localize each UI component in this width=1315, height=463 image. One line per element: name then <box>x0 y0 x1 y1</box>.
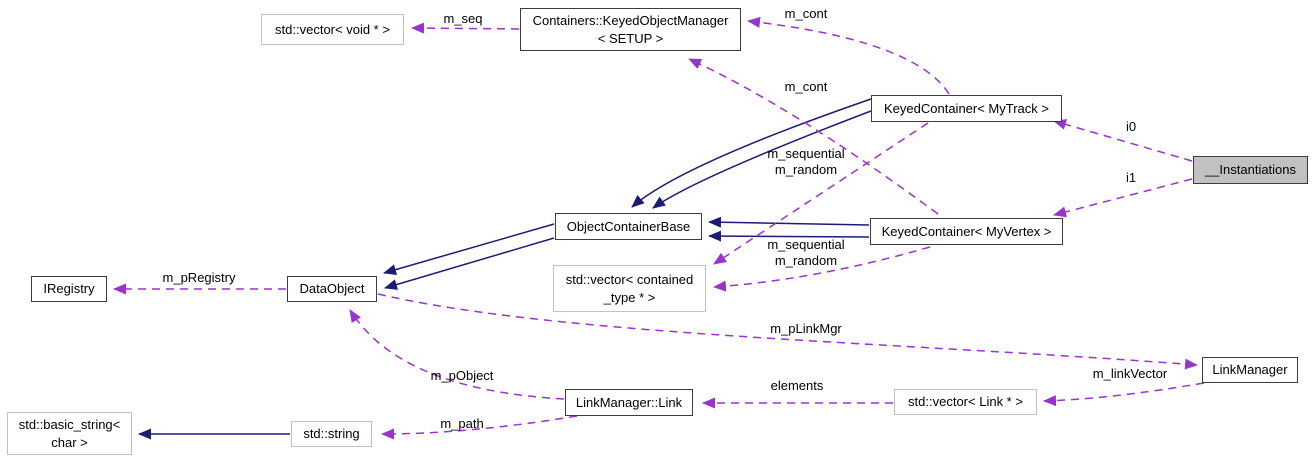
node-instantiations: __Instantiations <box>1193 156 1308 184</box>
edge-label-m-pregistry: m_pRegistry <box>162 270 236 285</box>
edge-m-linkvector <box>1043 382 1205 407</box>
node-std-basic-string: std::basic_string< char > <box>7 412 132 455</box>
edge-label-m-seq: m_seq <box>443 11 483 26</box>
edge-label-i1: i1 <box>1125 170 1137 185</box>
edge-m-cont-mytrack <box>747 16 950 95</box>
edge-inherit-myvertex-objectcontainerbase-2 <box>708 230 870 242</box>
node-label: std::vector< void * > <box>275 21 390 37</box>
edge-label-line: m_random <box>774 162 838 177</box>
edge-label-m-pobject: m_pObject <box>430 368 494 383</box>
node-label: ObjectContainerBase <box>566 218 691 234</box>
edge-inherit-myvertex-objectcontainerbase-1 <box>708 216 870 228</box>
edge-m-path <box>381 415 578 440</box>
edge-label-line: m_random <box>774 253 838 268</box>
node-label: std::vector< Link * > <box>908 394 1023 410</box>
edge-label-m-path: m_path <box>440 416 484 431</box>
node-iregistry[interactable]: IRegistry <box>31 276 107 302</box>
node-objectcontainerbase[interactable]: ObjectContainerBase <box>555 213 702 240</box>
node-std-string: std::string <box>291 421 372 447</box>
node-label: DataObject <box>299 281 365 297</box>
edge-label-m-sequential-m-random-mytrack: m_sequential m_random <box>760 146 852 178</box>
node-label: LinkManager::Link <box>575 394 683 410</box>
edge-label-m-cont-myvertex: m_cont <box>784 79 828 94</box>
node-label-line2: _type * > <box>603 289 656 305</box>
edge-label-m-plinkmgr: m_pLinkMgr <box>770 321 842 336</box>
node-std-vector-contained-type: std::vector< contained _type * > <box>553 265 706 312</box>
edge-m-sequential-m-random-myvertex <box>713 246 931 292</box>
node-linkmanager[interactable]: LinkManager <box>1202 357 1298 383</box>
edge-label-m-sequential-m-random-myvertex: m_sequential m_random <box>760 237 852 269</box>
edge-inherit-objectcontainerbase-dataobject-2 <box>384 237 555 290</box>
node-label-line1: Containers::KeyedObjectManager <box>532 12 729 28</box>
edge-label-line: m_sequential <box>767 237 845 252</box>
node-dataobject[interactable]: DataObject <box>287 276 377 302</box>
node-label: __Instantiations <box>1204 162 1297 178</box>
edge-label-m-linkvector: m_linkVector <box>1092 366 1168 381</box>
node-label: std::string <box>303 426 360 442</box>
edge-label-line: m_sequential <box>767 146 845 161</box>
edge-inherit-objectcontainerbase-dataobject-1 <box>383 223 555 275</box>
edge-m-plinkmgr <box>377 293 1198 370</box>
node-linkmanager-link[interactable]: LinkManager::Link <box>565 389 693 416</box>
node-label-line2: char > <box>51 434 88 450</box>
node-label: LinkManager <box>1212 362 1288 378</box>
edge-inherit-mytrack-objectcontainerbase-2 <box>652 110 872 209</box>
edge-label-elements: elements <box>770 378 824 393</box>
node-label-line2: < SETUP > <box>597 30 664 46</box>
edge-m-cont-myvertex <box>688 58 939 215</box>
edge-m-sequential-m-random-mytrack <box>713 122 929 265</box>
node-label-line1: std::basic_string< <box>18 416 121 432</box>
node-containers-keyedobjectmanager[interactable]: Containers::KeyedObjectManager < SETUP > <box>520 8 741 51</box>
edge-i0 <box>1053 119 1193 162</box>
node-keyedcontainer-mytrack[interactable]: KeyedContainer< MyTrack > <box>871 95 1062 122</box>
node-std-vector-link: std::vector< Link * > <box>894 389 1037 415</box>
node-std-vector-void: std::vector< void * > <box>261 14 404 45</box>
edge-label-i0: i0 <box>1125 119 1137 134</box>
node-label: KeyedContainer< MyVertex > <box>881 223 1052 239</box>
edge-i1 <box>1053 178 1193 218</box>
node-label: KeyedContainer< MyTrack > <box>884 100 1049 116</box>
edge-m-seq <box>411 22 520 34</box>
node-label-line1: std::vector< contained <box>565 271 694 287</box>
node-label: IRegistry <box>43 281 95 297</box>
node-keyedcontainer-myvertex[interactable]: KeyedContainer< MyVertex > <box>870 218 1063 245</box>
edge-inherit-mytrack-objectcontainerbase-1 <box>631 98 872 208</box>
edge-label-m-cont-mytrack: m_cont <box>784 6 828 21</box>
edge-m-pobject <box>349 309 565 400</box>
